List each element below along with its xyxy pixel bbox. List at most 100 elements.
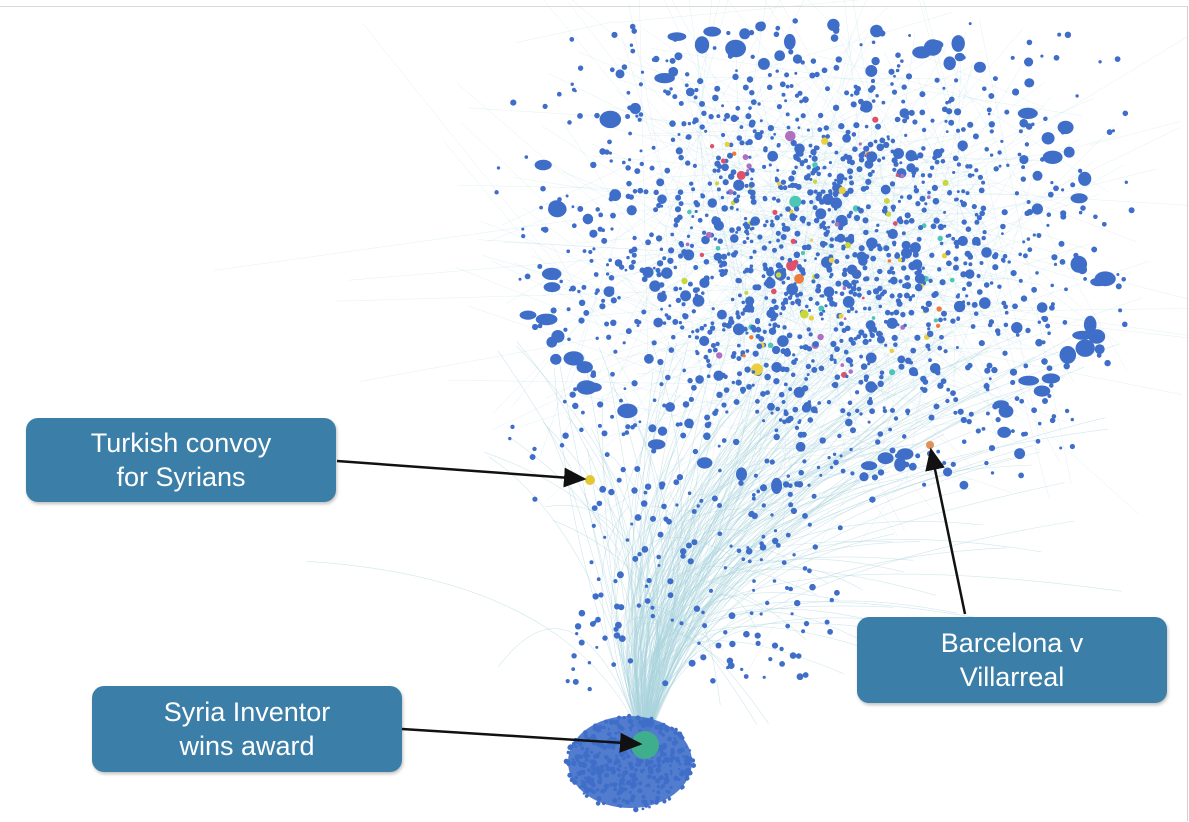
graph-node (634, 768, 638, 772)
graph-node (848, 369, 853, 374)
graph-node (821, 67, 828, 74)
graph-node (875, 229, 879, 233)
graph-node (678, 101, 684, 106)
graph-node (968, 22, 972, 26)
graph-node (947, 190, 952, 196)
graph-node (1075, 94, 1079, 98)
graph-node (869, 408, 875, 415)
graph-node (1083, 277, 1087, 281)
graph-node (986, 411, 990, 416)
graph-node (858, 157, 865, 163)
graph-node (769, 222, 775, 228)
graph-node (667, 790, 671, 794)
graph-node (613, 626, 619, 632)
graph-node (645, 718, 650, 723)
graph-node (968, 411, 974, 417)
graph-node (711, 307, 715, 311)
graph-edge (777, 244, 824, 563)
graph-node (1064, 287, 1068, 292)
graph-node (1038, 421, 1042, 426)
graph-node (784, 33, 796, 50)
graph-node (577, 113, 583, 119)
graph-node (981, 235, 986, 241)
graph-node (932, 198, 940, 205)
graph-node (825, 86, 830, 92)
graph-node (628, 158, 632, 162)
graph-node (780, 256, 785, 261)
graph-node (811, 155, 818, 162)
graph-node (621, 432, 626, 437)
graph-node (749, 611, 754, 615)
graph-node (930, 118, 935, 123)
graph-node (535, 313, 558, 326)
graph-node (680, 325, 685, 330)
graph-node (665, 90, 671, 96)
graph-edge (799, 151, 899, 274)
graph-node (868, 338, 872, 342)
graph-node (661, 733, 665, 737)
graph-node (684, 755, 689, 760)
graph-node (735, 277, 741, 284)
graph-node (959, 199, 964, 203)
graph-node (809, 199, 814, 205)
graph-edge (649, 131, 705, 187)
graph-node (745, 140, 750, 146)
graph-node (510, 424, 515, 429)
graph-node (685, 72, 690, 77)
graph-edge (908, 97, 1095, 182)
graph-node (597, 423, 602, 428)
graph-node (1059, 446, 1063, 450)
graph-node (776, 181, 781, 186)
graph-node (637, 719, 643, 725)
graph-node (973, 61, 986, 73)
graph-node (593, 272, 599, 277)
graph-node (755, 640, 761, 647)
graph-node (793, 386, 805, 398)
graph-node (910, 347, 917, 354)
graph-node (1004, 310, 1009, 315)
graph-node (524, 155, 529, 159)
graph-edge (707, 227, 793, 344)
graph-node (1010, 380, 1016, 385)
graph-edge (598, 346, 659, 746)
graph-edge (930, 346, 994, 410)
graph-node (1026, 237, 1031, 241)
graph-node (833, 358, 837, 362)
graph-node (871, 169, 875, 174)
graph-node (623, 770, 629, 775)
graph-node (1018, 375, 1040, 386)
graph-node (850, 340, 856, 346)
graph-node (893, 74, 896, 78)
graph-node (976, 273, 981, 279)
graph-node (764, 296, 769, 300)
graph-node (785, 417, 792, 424)
graph-node (1080, 205, 1086, 211)
graph-node (710, 678, 716, 684)
barcelona-callout-line2: Villarreal (959, 662, 1065, 692)
graph-node (691, 187, 696, 192)
graph-node (610, 414, 614, 419)
graph-node (800, 431, 807, 438)
graph-node (954, 78, 959, 83)
graph-edge (522, 207, 722, 356)
graph-edge (919, 0, 1050, 498)
graph-node (914, 334, 921, 341)
graph-node (624, 268, 628, 272)
graph-node (662, 680, 669, 687)
graph-edge (467, 107, 864, 133)
graph-node (824, 619, 830, 625)
graph-node (1041, 373, 1061, 384)
graph-node (732, 151, 737, 156)
graph-node (787, 491, 793, 497)
graph-node (609, 67, 615, 73)
graph-node (875, 295, 880, 300)
graph-node (824, 304, 828, 308)
graph-node (771, 477, 783, 494)
graph-node (1057, 32, 1062, 37)
graph-node (687, 558, 694, 565)
graph-node (1114, 56, 1121, 62)
graph-node (890, 276, 898, 285)
graph-node (746, 384, 752, 390)
graph-node (1009, 368, 1018, 376)
graph-node (786, 283, 798, 296)
